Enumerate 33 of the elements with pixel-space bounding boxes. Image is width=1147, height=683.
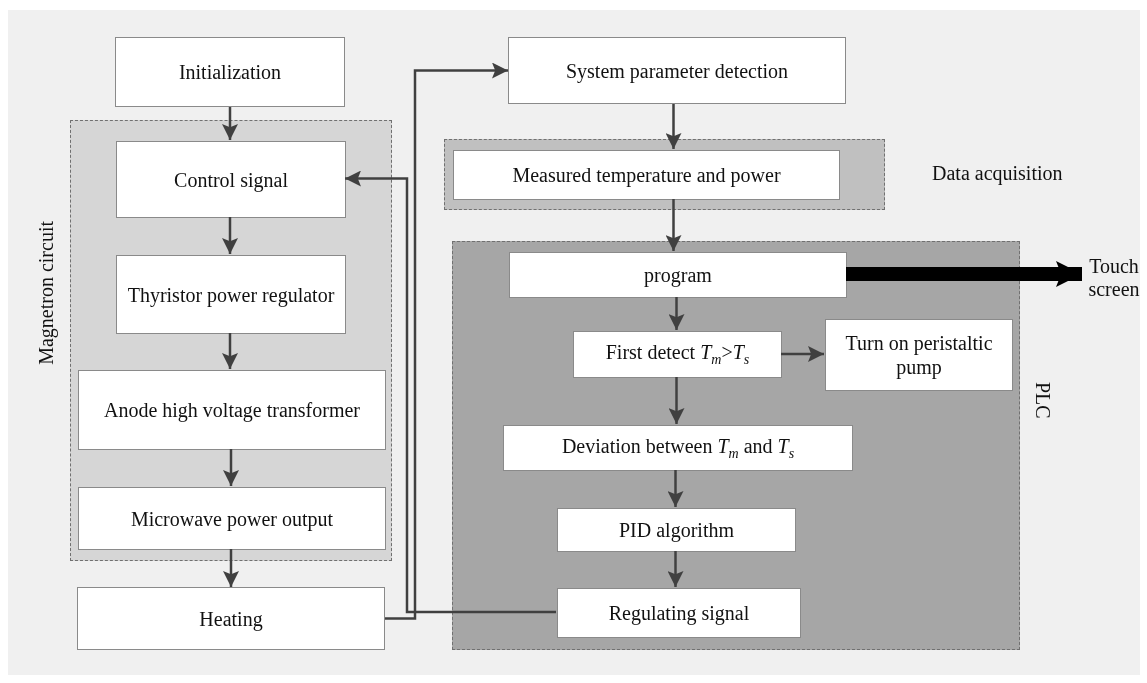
arrow: [223, 549, 239, 587]
output-label: Touch screen: [1082, 250, 1146, 306]
process-box: Thyristor power regulator: [116, 255, 346, 334]
process-box: Microwave power output: [78, 487, 386, 550]
process-box: Control signal: [116, 141, 346, 218]
process-box: Turn on peristaltic pump: [825, 319, 1013, 391]
process-box: Deviation between T$_{m}$ and T$_{s}$: [503, 425, 853, 471]
arrow: [665, 104, 682, 149]
process-box: Heating: [77, 587, 385, 650]
arrow: [385, 62, 508, 620]
arrow: [223, 449, 239, 486]
arrow: [668, 377, 685, 424]
group-heading: PLC: [1031, 382, 1054, 419]
arrow: [668, 297, 685, 330]
process-box: Anode high voltage transformer: [78, 370, 386, 450]
arrow: [222, 107, 238, 140]
process-box: program: [509, 252, 847, 298]
arrow: [781, 346, 824, 362]
process-box: Initialization: [115, 37, 345, 107]
process-box: PID algorithm: [557, 508, 796, 552]
arrow: [846, 261, 1082, 287]
arrow: [667, 551, 684, 587]
group-heading: Data acquisition: [932, 162, 1063, 185]
group-heading: Magnetron circuit: [35, 221, 58, 365]
arrow: [667, 470, 684, 507]
process-box: First detect T$_{m}$>T$_{s}$: [573, 331, 782, 378]
process-box: Regulating signal: [557, 588, 801, 638]
arrow: [665, 199, 682, 251]
arrow: [222, 333, 238, 369]
arrow: [345, 170, 556, 614]
process-box: System parameter detection: [508, 37, 846, 104]
process-box: Measured temperature and power: [453, 150, 840, 200]
arrow: [222, 217, 238, 254]
